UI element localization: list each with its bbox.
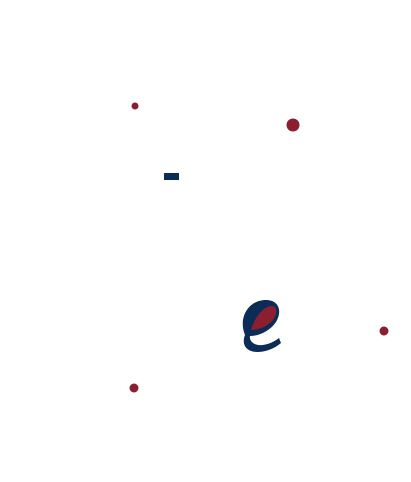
letter-e-logo-icon [242,300,281,352]
decorative-dot-icon [131,102,139,110]
dash-mark-icon [164,173,179,180]
decorative-dot-icon [379,326,389,336]
decorative-dot-icon [129,383,139,393]
decorative-dot-icon [286,118,300,132]
